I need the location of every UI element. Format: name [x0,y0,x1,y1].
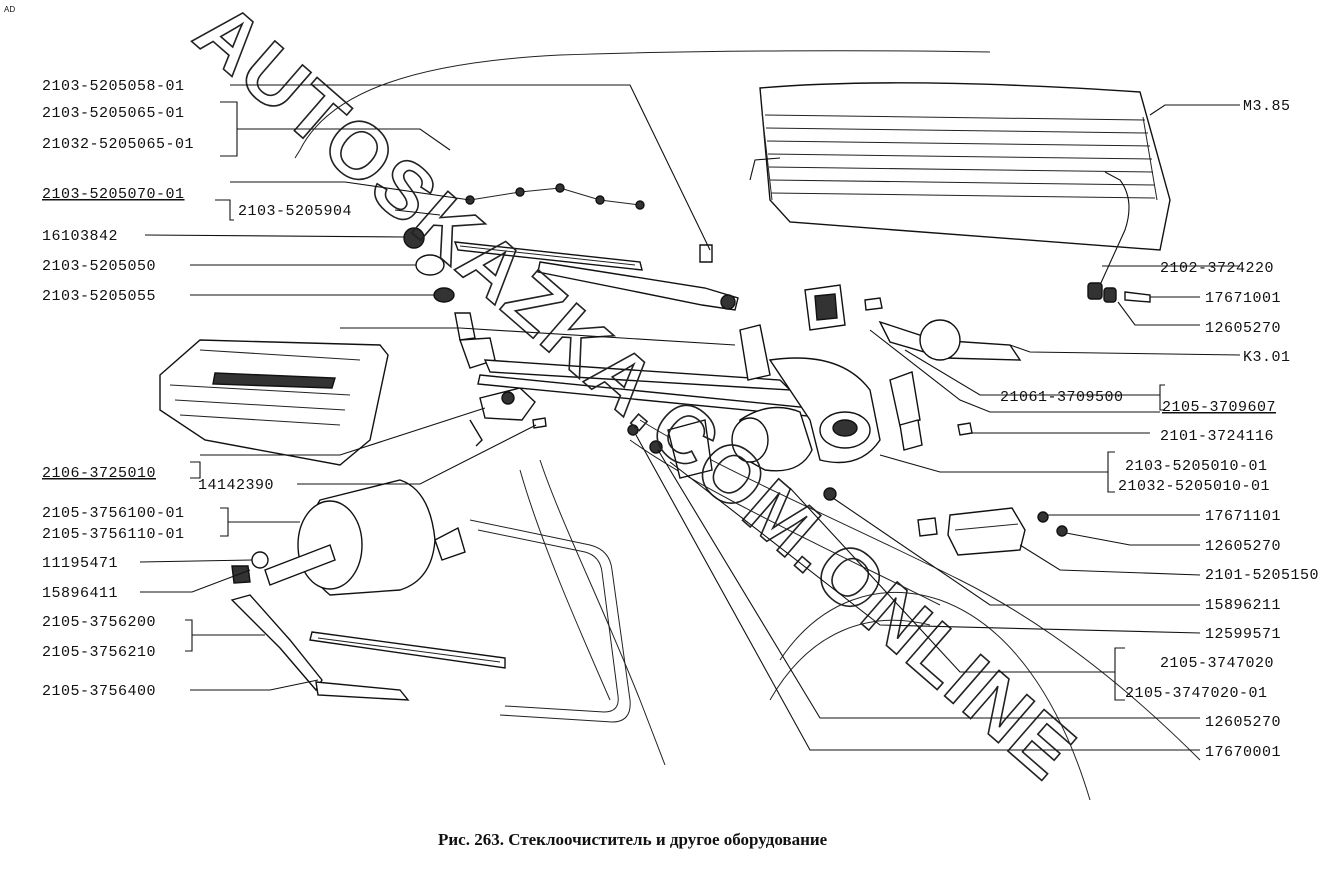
part-label: K3.01 [1243,349,1291,366]
fuse-box [159,339,389,466]
part-label: 16103842 [42,228,118,245]
part-label: 2103-5205010-01 [1125,458,1268,475]
part-label: 2103-5205055 [42,288,156,305]
part-label: 2105-3756400 [42,683,156,700]
part-label: 2103-5205058-01 [42,78,185,95]
figure-caption: Рис. 263. Стеклоочиститель и другое обор… [438,830,828,849]
relay-connector [469,387,547,447]
right-part-labels: M3.85 2102-3724220 17671001 12605270 K3.… [1000,98,1319,761]
leader-lines [139,84,1241,751]
part-label: 21032-5205065-01 [42,136,194,153]
left-part-labels: 2103-5205058-01 2103-5205065-01 21032-52… [42,78,352,700]
part-label: 15896211 [1205,597,1281,614]
part-label: 14142390 [198,477,274,494]
part-label: 21061-3709500 [1000,389,1124,406]
part-label: 12605270 [1205,538,1281,555]
part-label: 2105-3756210 [42,644,156,661]
part-label: 17671001 [1205,290,1281,307]
part-label: 2103-5205904 [238,203,352,220]
part-label: 2101-3724116 [1160,428,1274,445]
rear-window-glass [749,82,1171,303]
part-label: 2105-3747020 [1160,655,1274,672]
part-label: 2103-5205065-01 [42,105,185,122]
part-label: 17670001 [1205,744,1281,761]
washer-motor [231,479,466,596]
part-label: 2105-3756100-01 [42,505,185,522]
wiper-linkage [459,324,881,464]
wiper-arm-lower [230,594,506,701]
switch-relay-cluster [804,284,1022,451]
part-label: 12599571 [1205,626,1281,643]
part-label: 2101-5205150 [1205,567,1319,584]
part-label: 2105-3756110-01 [42,526,185,543]
part-label: 17671101 [1205,508,1281,525]
corner-mark: AD [4,5,15,14]
part-label: 21032-5205010-01 [1118,478,1270,495]
part-label: 2103-5205070-01 [42,186,185,203]
part-label: 2105-3747020-01 [1125,685,1268,702]
part-label: 2106-3725010 [42,465,156,482]
body-outline [294,50,1201,801]
wiper-motor [627,406,813,479]
part-label: M3.85 [1243,98,1291,115]
part-label: 2105-3709607 [1162,399,1276,416]
part-label: 12605270 [1205,714,1281,731]
control-unit [823,487,1068,556]
part-label: 2105-3756200 [42,614,156,631]
part-label: 12605270 [1205,320,1281,337]
part-label: 11195471 [42,555,118,572]
part-label: 2103-5205050 [42,258,156,275]
part-label: 15896411 [42,585,118,602]
part-label: 2102-3724220 [1160,260,1274,277]
